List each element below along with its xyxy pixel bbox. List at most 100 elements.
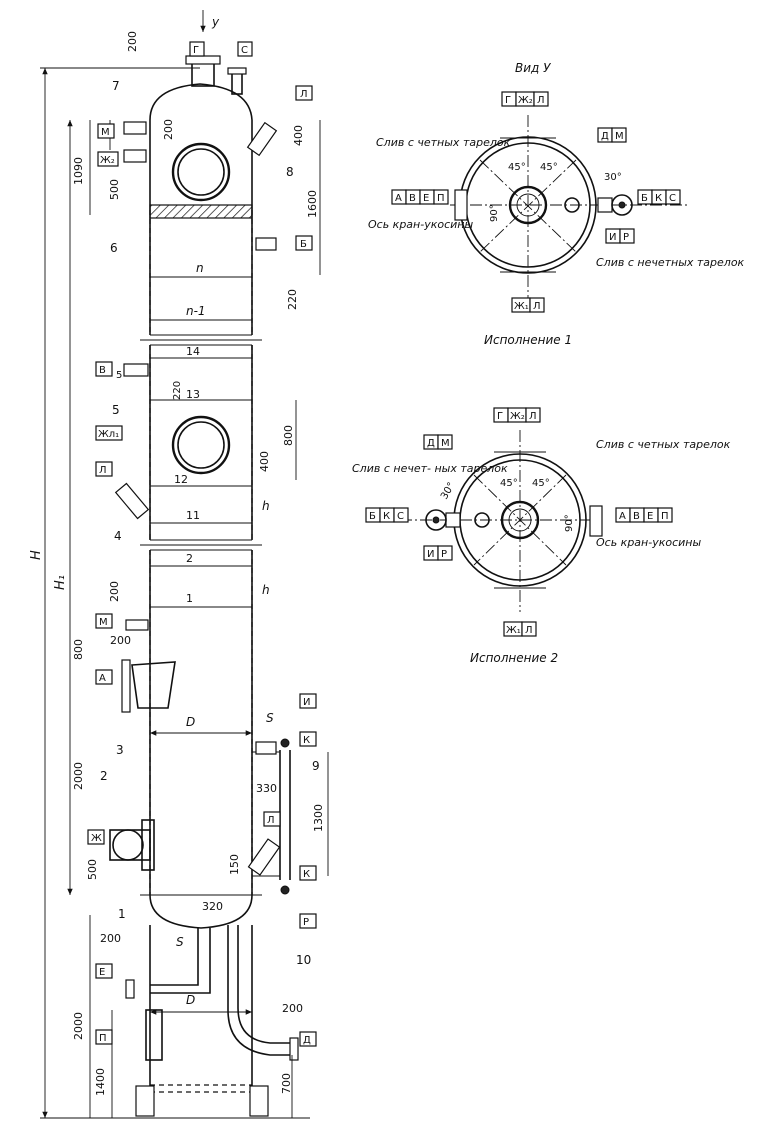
tag-v: В [95,361,113,377]
tag-g: Г [189,41,205,57]
svg-text:150: 150 [228,854,241,875]
svg-text:Л: Л [267,815,275,826]
manhole-top [171,142,231,202]
svg-text:45°: 45° [508,162,526,173]
svg-text:D: D [186,993,195,1007]
e1-axis-label: Ось кран-укосины [368,218,473,231]
svg-text:М: М [99,617,108,628]
tag-l-mid: Л [95,461,113,477]
tag-e: Е [95,963,113,979]
e1-top-tag: Г Ж₂ Л [501,91,549,107]
tag-zh-low: Ж [87,829,105,845]
tray-1: 1 [186,592,193,605]
svg-text:Е: Е [423,193,429,204]
e2-odd-drain: Слив с нечет- ных тарелок [352,462,508,475]
svg-text:500: 500 [86,859,99,880]
e1-even-drain: Слив с четных тарелок [376,136,511,149]
svg-text:320: 320 [202,900,223,913]
svg-text:И: И [609,232,616,243]
svg-text:Ж₂: Ж₂ [100,155,115,166]
tag-l-low: Л [263,811,281,827]
tag-c: С [237,41,253,57]
tray-12: 12 [174,473,188,486]
svg-text:Б: Б [369,511,376,522]
tag-k-top: К [299,731,317,747]
svg-text:К: К [655,193,662,204]
tag-l-top: Л [295,85,313,101]
svg-text:200: 200 [282,1002,303,1015]
item-8: 8 [286,165,294,179]
tag-zh1: Жл₁ [95,425,123,441]
item-6: 6 [110,241,118,255]
svg-text:Р: Р [441,549,447,560]
svg-text:700: 700 [280,1073,293,1094]
svg-text:С: С [241,45,248,56]
tag-m-top: М [97,123,115,139]
svg-text:Б: Б [641,193,648,204]
svg-text:200: 200 [100,932,121,945]
column-labels: у Г С Л М Ж₂ Б В Жл₁ Л М А И К Л К Ж Р Е… [29,15,325,1096]
tray-14: 14 [186,345,200,358]
e2-top-tag: Г Ж₂ Л [493,407,541,423]
e1-right-top-tag: Д М [597,127,627,143]
svg-text:330: 330 [256,782,277,795]
svg-text:400: 400 [292,125,305,146]
svg-text:Ж₂: Ж₂ [510,411,525,422]
tray-n-1: n-1 [186,304,206,318]
e1-right-tag: Б К С [637,189,681,205]
svg-text:90°: 90° [564,514,575,532]
svg-text:D: D [186,715,195,729]
tag-a: А [95,669,113,685]
item-5: 5 [112,403,120,417]
svg-text:H₁: H₁ [53,575,68,590]
svg-text:Е: Е [99,967,105,978]
svg-text:Г: Г [497,411,503,422]
view-exec1: Вид У Г Ж₂ Л Д М А В Е П Б К С И Р Ж₁ Л [368,61,745,347]
tray-2: 2 [186,552,193,565]
svg-text:М: М [615,131,624,142]
svg-text:Б: Б [300,239,307,250]
svg-text:В: В [633,511,640,522]
tray-n: n [196,261,204,275]
svg-text:Е: Е [647,511,653,522]
tag-k-low: К [299,865,317,881]
svg-text:1090: 1090 [72,157,85,185]
svg-text:30°: 30° [604,172,622,183]
svg-text:П: П [661,511,669,522]
e2-left-low-tag: И Р [423,545,453,561]
svg-text:С: С [397,511,404,522]
svg-text:Ж₂: Ж₂ [518,95,533,106]
tray-13: 13 [186,388,200,401]
svg-text:Л: Л [300,89,308,100]
svg-text:Д: Д [303,1035,311,1046]
tag-m-low: М [95,613,113,629]
svg-text:Л: Л [525,625,533,636]
svg-text:2000: 2000 [72,1012,85,1040]
item-1: 1 [118,907,126,921]
tag-b: Б [295,235,313,251]
svg-text:А: А [99,673,106,684]
svg-text:1400: 1400 [94,1068,107,1096]
svg-text:400: 400 [258,451,271,472]
item-7: 7 [112,79,120,93]
svg-text:П: П [437,193,445,204]
svg-text:h: h [262,583,270,597]
e1-odd-drain: Слив с нечетных тарелок [596,256,745,269]
svg-text:Г: Г [505,95,511,106]
demister [149,204,253,219]
svg-text:К: К [303,869,310,880]
svg-text:200: 200 [126,31,139,52]
nozzle-g [191,61,215,87]
svg-text:А: А [395,193,402,204]
svg-text:Ж: Ж [91,833,102,844]
exec1-caption: Исполнение 1 [484,333,572,347]
view-arrow-label: у [211,15,220,29]
svg-text:И: И [427,549,434,560]
e1-bottom-tag: Ж₁ Л [511,297,545,313]
column-drawing [40,10,329,1119]
svg-text:Л: Л [537,95,545,106]
svg-text:200: 200 [110,634,131,647]
svg-text:S: S [266,711,274,725]
svg-text:200: 200 [162,119,175,140]
